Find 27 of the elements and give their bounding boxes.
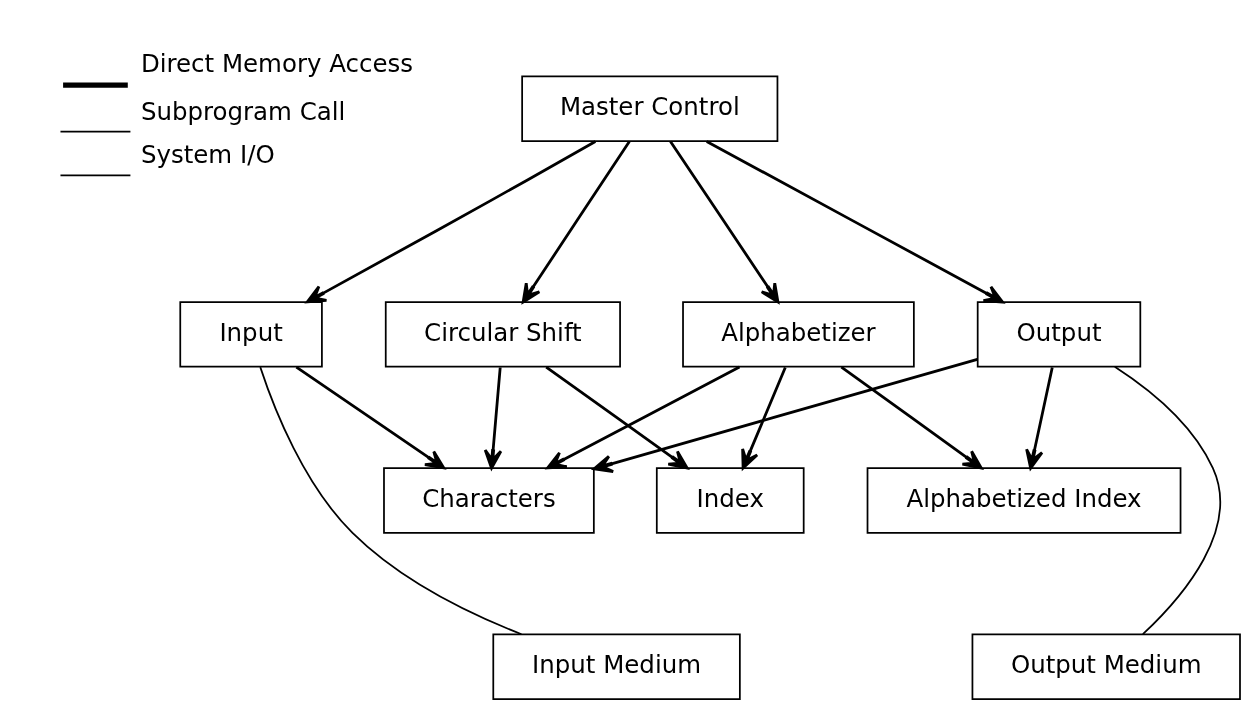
node-box: Input (179, 300, 323, 368)
legend-label: Subprogram Call (140, 96, 346, 126)
connector (259, 365, 523, 635)
arrow (706, 139, 1004, 303)
arrow (545, 365, 689, 469)
arrow (295, 365, 446, 469)
node-box: Master Control (521, 75, 779, 142)
node-box: Circular Shift (384, 300, 621, 368)
node-box: Input Medium (492, 632, 741, 700)
node-box: Index (655, 466, 805, 534)
arrow (521, 140, 631, 303)
node-box: Output (976, 300, 1142, 368)
node-box: Output Medium (971, 632, 1241, 700)
arrow (669, 140, 780, 303)
arrow (840, 365, 983, 469)
legend-label: Direct Memory Access (140, 48, 414, 78)
arrow (1025, 366, 1054, 469)
arrow (483, 366, 503, 469)
connector (1113, 365, 1222, 635)
arrow (741, 366, 787, 469)
arrow (592, 357, 978, 473)
arrow (546, 365, 741, 469)
node-box: Alphabetizer (682, 300, 915, 368)
legend-label: System I/O (140, 139, 275, 169)
node-box: Alphabetized Index (866, 466, 1182, 534)
node-box: Characters (383, 466, 595, 534)
arrow (305, 139, 597, 303)
